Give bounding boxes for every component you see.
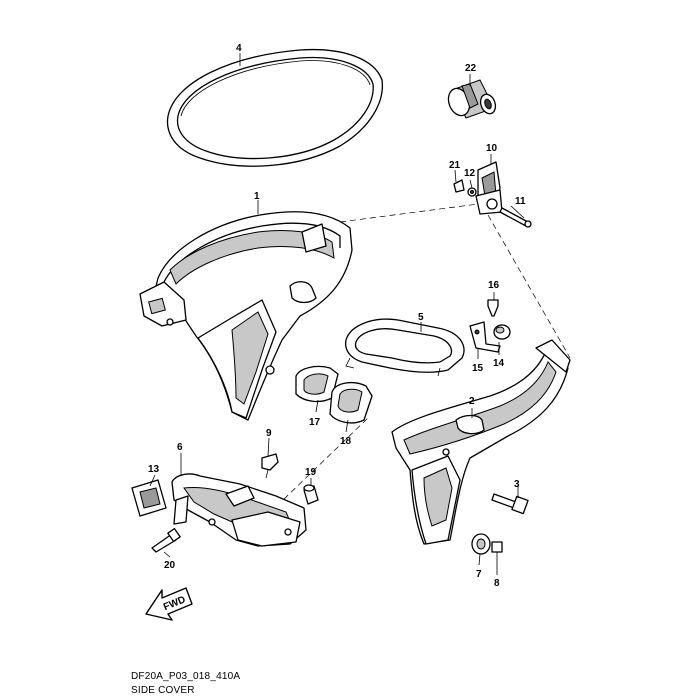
- leader-lines: [149, 53, 525, 575]
- part-4-seal[interactable]: [166, 48, 384, 167]
- reference-lines: [254, 203, 571, 528]
- label-11: 11: [515, 196, 526, 207]
- part-15-bracket[interactable]: [469, 321, 501, 353]
- part-2-right-side-cover[interactable]: [391, 339, 571, 545]
- part-17-pad[interactable]: [295, 365, 339, 403]
- label-5: 5: [418, 312, 424, 323]
- part-20-bolt[interactable]: [151, 527, 181, 553]
- label-19: 19: [305, 467, 317, 478]
- label-8: 8: [494, 578, 500, 589]
- part-3-bolt[interactable]: [491, 493, 529, 515]
- drawing-code: DF20A_P03_018_410A: [131, 671, 241, 682]
- label-20: 20: [164, 560, 176, 571]
- label-21: 21: [449, 160, 461, 171]
- label-4: 4: [236, 43, 242, 54]
- part-19-collar[interactable]: [303, 484, 319, 505]
- label-17: 17: [309, 417, 321, 428]
- part-16-screw[interactable]: [487, 299, 499, 317]
- part-22-grommet[interactable]: [445, 79, 498, 119]
- part-8-screw[interactable]: [491, 541, 503, 562]
- part-labels: 4 22 10 21 12 11 1 16 5 14 15 17 18 2 3 …: [148, 43, 526, 589]
- label-16: 16: [488, 280, 500, 291]
- part-1-left-side-cover[interactable]: [139, 211, 353, 421]
- diagram-title: SIDE COVER: [131, 685, 195, 696]
- part-5-frame[interactable]: [344, 318, 465, 377]
- fwd-arrow-icon: FWD: [145, 587, 193, 621]
- part-21-clip[interactable]: [453, 179, 465, 193]
- part-9-clip[interactable]: [261, 453, 279, 479]
- label-2: 2: [469, 396, 475, 407]
- part-11-bolt[interactable]: [499, 207, 532, 228]
- label-7: 7: [476, 569, 482, 580]
- part-18-pad[interactable]: [329, 381, 373, 424]
- label-12: 12: [464, 168, 476, 179]
- part-14-cap[interactable]: [493, 324, 511, 340]
- label-14: 14: [493, 358, 505, 369]
- label-18: 18: [340, 436, 352, 447]
- label-3: 3: [514, 479, 520, 490]
- label-1: 1: [254, 191, 260, 202]
- part-6-lower-cover[interactable]: [171, 473, 307, 547]
- label-22: 22: [465, 63, 477, 74]
- part-12-washer[interactable]: [467, 187, 477, 197]
- part-7-collar[interactable]: [471, 533, 491, 555]
- label-15: 15: [472, 363, 484, 374]
- label-13: 13: [148, 464, 160, 475]
- label-9: 9: [266, 428, 272, 439]
- part-13-grommet[interactable]: [131, 479, 167, 517]
- label-10: 10: [486, 143, 498, 154]
- label-6: 6: [177, 442, 183, 453]
- part-10-bracket[interactable]: [475, 161, 503, 215]
